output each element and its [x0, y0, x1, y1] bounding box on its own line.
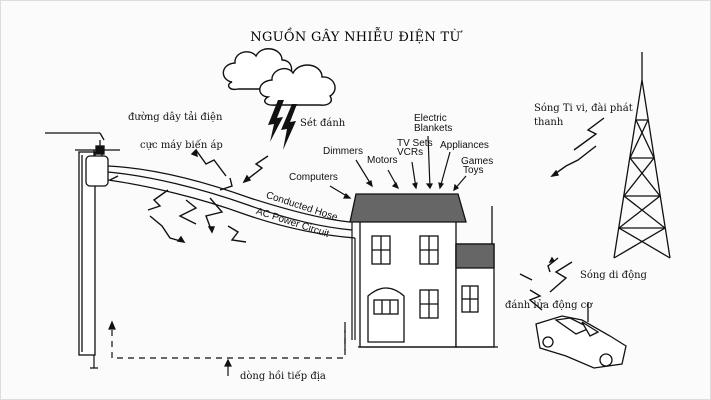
label-tv-sets: TV Sets: [397, 138, 433, 149]
ground-return: [90, 320, 346, 376]
lightning-icon: [268, 100, 297, 150]
label-power-line: đường dây tải điện: [128, 112, 223, 123]
label-computers: Computers: [289, 172, 338, 183]
utility-pole: [45, 132, 120, 356]
cloud-icon: [259, 64, 336, 106]
label-engine-ignition: đánh lửa động cơ: [505, 300, 593, 311]
diagram-title: NGUỒN GÂY NHIỄU ĐIỆN TỪ: [250, 30, 461, 45]
label-appliances: Appliances: [440, 140, 489, 151]
radio-tower: [613, 52, 671, 259]
house: [349, 193, 498, 348]
power-lines: [107, 165, 356, 350]
label-toys: Toys: [463, 165, 484, 176]
label-vcrs: VCRs: [397, 147, 424, 158]
label-dimmers: Dimmers: [323, 146, 363, 157]
tower-arrows: [519, 117, 605, 311]
label-motors: Motors: [367, 155, 398, 166]
label-ground-return: dòng hồi tiếp địa: [240, 371, 326, 382]
label-transformer: cực máy biến áp: [140, 140, 223, 151]
label-blankets: Blankets: [414, 123, 453, 134]
label-games: Games: [461, 156, 494, 167]
label-mobile-wave: Sóng di động: [580, 270, 647, 281]
appliance-arrows: [329, 135, 467, 199]
emi-arrows: [109, 148, 269, 243]
label-electric: Electric: [414, 113, 447, 124]
label-tv-radio-2: thanh: [534, 117, 564, 128]
label-lightning: Sét đánh: [300, 118, 346, 129]
car: [535, 302, 627, 369]
label-tv-radio: Sóng Ti vi, đài phát: [534, 103, 633, 114]
